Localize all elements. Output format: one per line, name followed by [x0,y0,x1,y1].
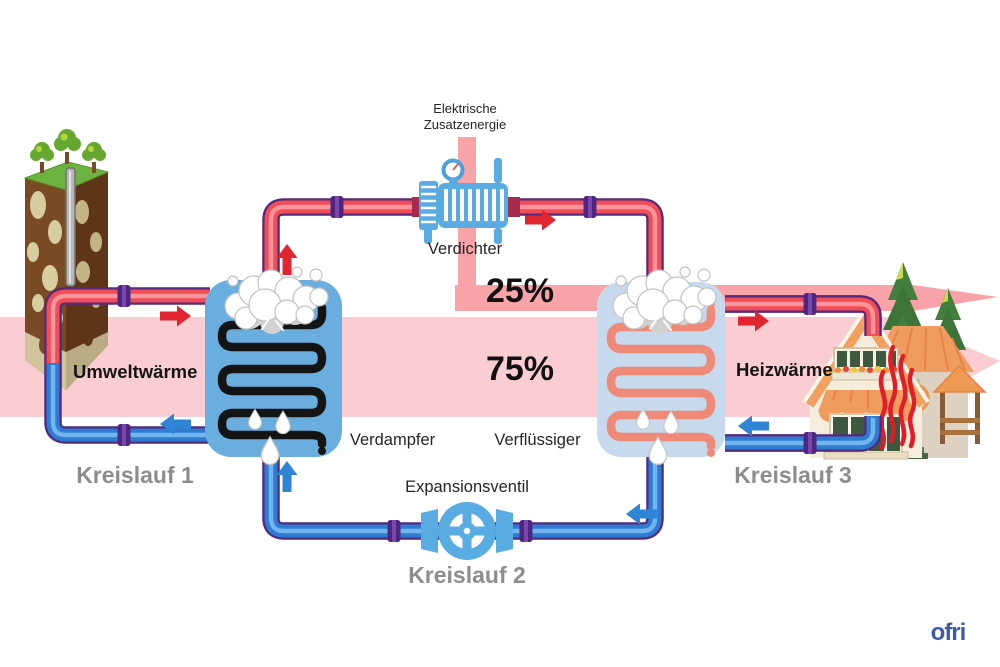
small-trees-icon [30,129,106,173]
flame-icon [878,344,917,451]
compressor-flange [506,197,520,217]
ofri-logo: ofri [930,619,967,646]
pipe-coupling [803,293,817,454]
compressor-label: Verdichter [427,240,503,258]
pipe-coupling [117,285,131,446]
pct-25-label: 25% [485,272,555,310]
porch-icon [932,364,987,444]
pipe-coupling [387,520,533,542]
compressor-cap-ribs [421,185,436,224]
ground-probe-illustration [23,129,110,390]
circuit1-label: Kreislauf 1 [76,462,194,488]
heating-heat-label: Heizwärme [736,359,833,380]
circuit3-pipe-front [725,293,882,454]
valve-hub-dot [463,527,471,535]
droplet-icon [636,408,679,466]
arrow-left-icon [626,503,657,525]
evaporator-label: Verdampfer [349,431,436,449]
pct-75-label: 75% [485,350,555,388]
evaporator-box [205,266,342,466]
arrow-right-icon [525,209,556,231]
compressor-stub [494,228,502,244]
compressor-loop-pipe [262,196,664,286]
arrow-up-icon [276,244,298,275]
circuit3-label: Kreislauf 3 [734,462,852,488]
gauge-stem [449,178,458,185]
valve-connector [496,509,513,553]
arrow-right-icon [738,310,769,332]
compressor-icon [419,158,508,244]
condenser-label: Verflüssiger [494,431,581,449]
arrow-left-icon [738,415,769,437]
arrow-left-icon [160,413,191,435]
steam-cloud-icon [224,266,329,334]
compressor-stub [424,228,432,244]
compressor-stub [494,158,502,183]
expansion-valve-icon [421,502,513,560]
ground-side-bottom [66,332,108,390]
environmental-heat-label: Umweltwärme [73,361,198,382]
window-sill [823,451,909,460]
expansion-valve-label: Expansionsventil [405,478,529,496]
flow-arrows [160,209,769,525]
compressor-slats [444,189,504,221]
compressor-body [438,183,508,228]
arrow-right-icon [160,305,191,327]
condenser-box [597,266,725,466]
droplet-icon [248,408,291,466]
house-illustration [802,262,987,460]
steam-cloud-icon [612,266,717,334]
arrow-up-icon [276,461,298,492]
circuit1-pipe [44,285,210,446]
gauge-needle [452,163,459,171]
circuit2-label: Kreislauf 2 [408,562,526,588]
valve-connector [421,509,438,553]
compressor-flange [412,197,422,217]
pipe-coupling [330,196,597,218]
soil-blobs [27,191,102,354]
electric-energy-label: Elektrische Zusatzenergie [423,101,507,132]
